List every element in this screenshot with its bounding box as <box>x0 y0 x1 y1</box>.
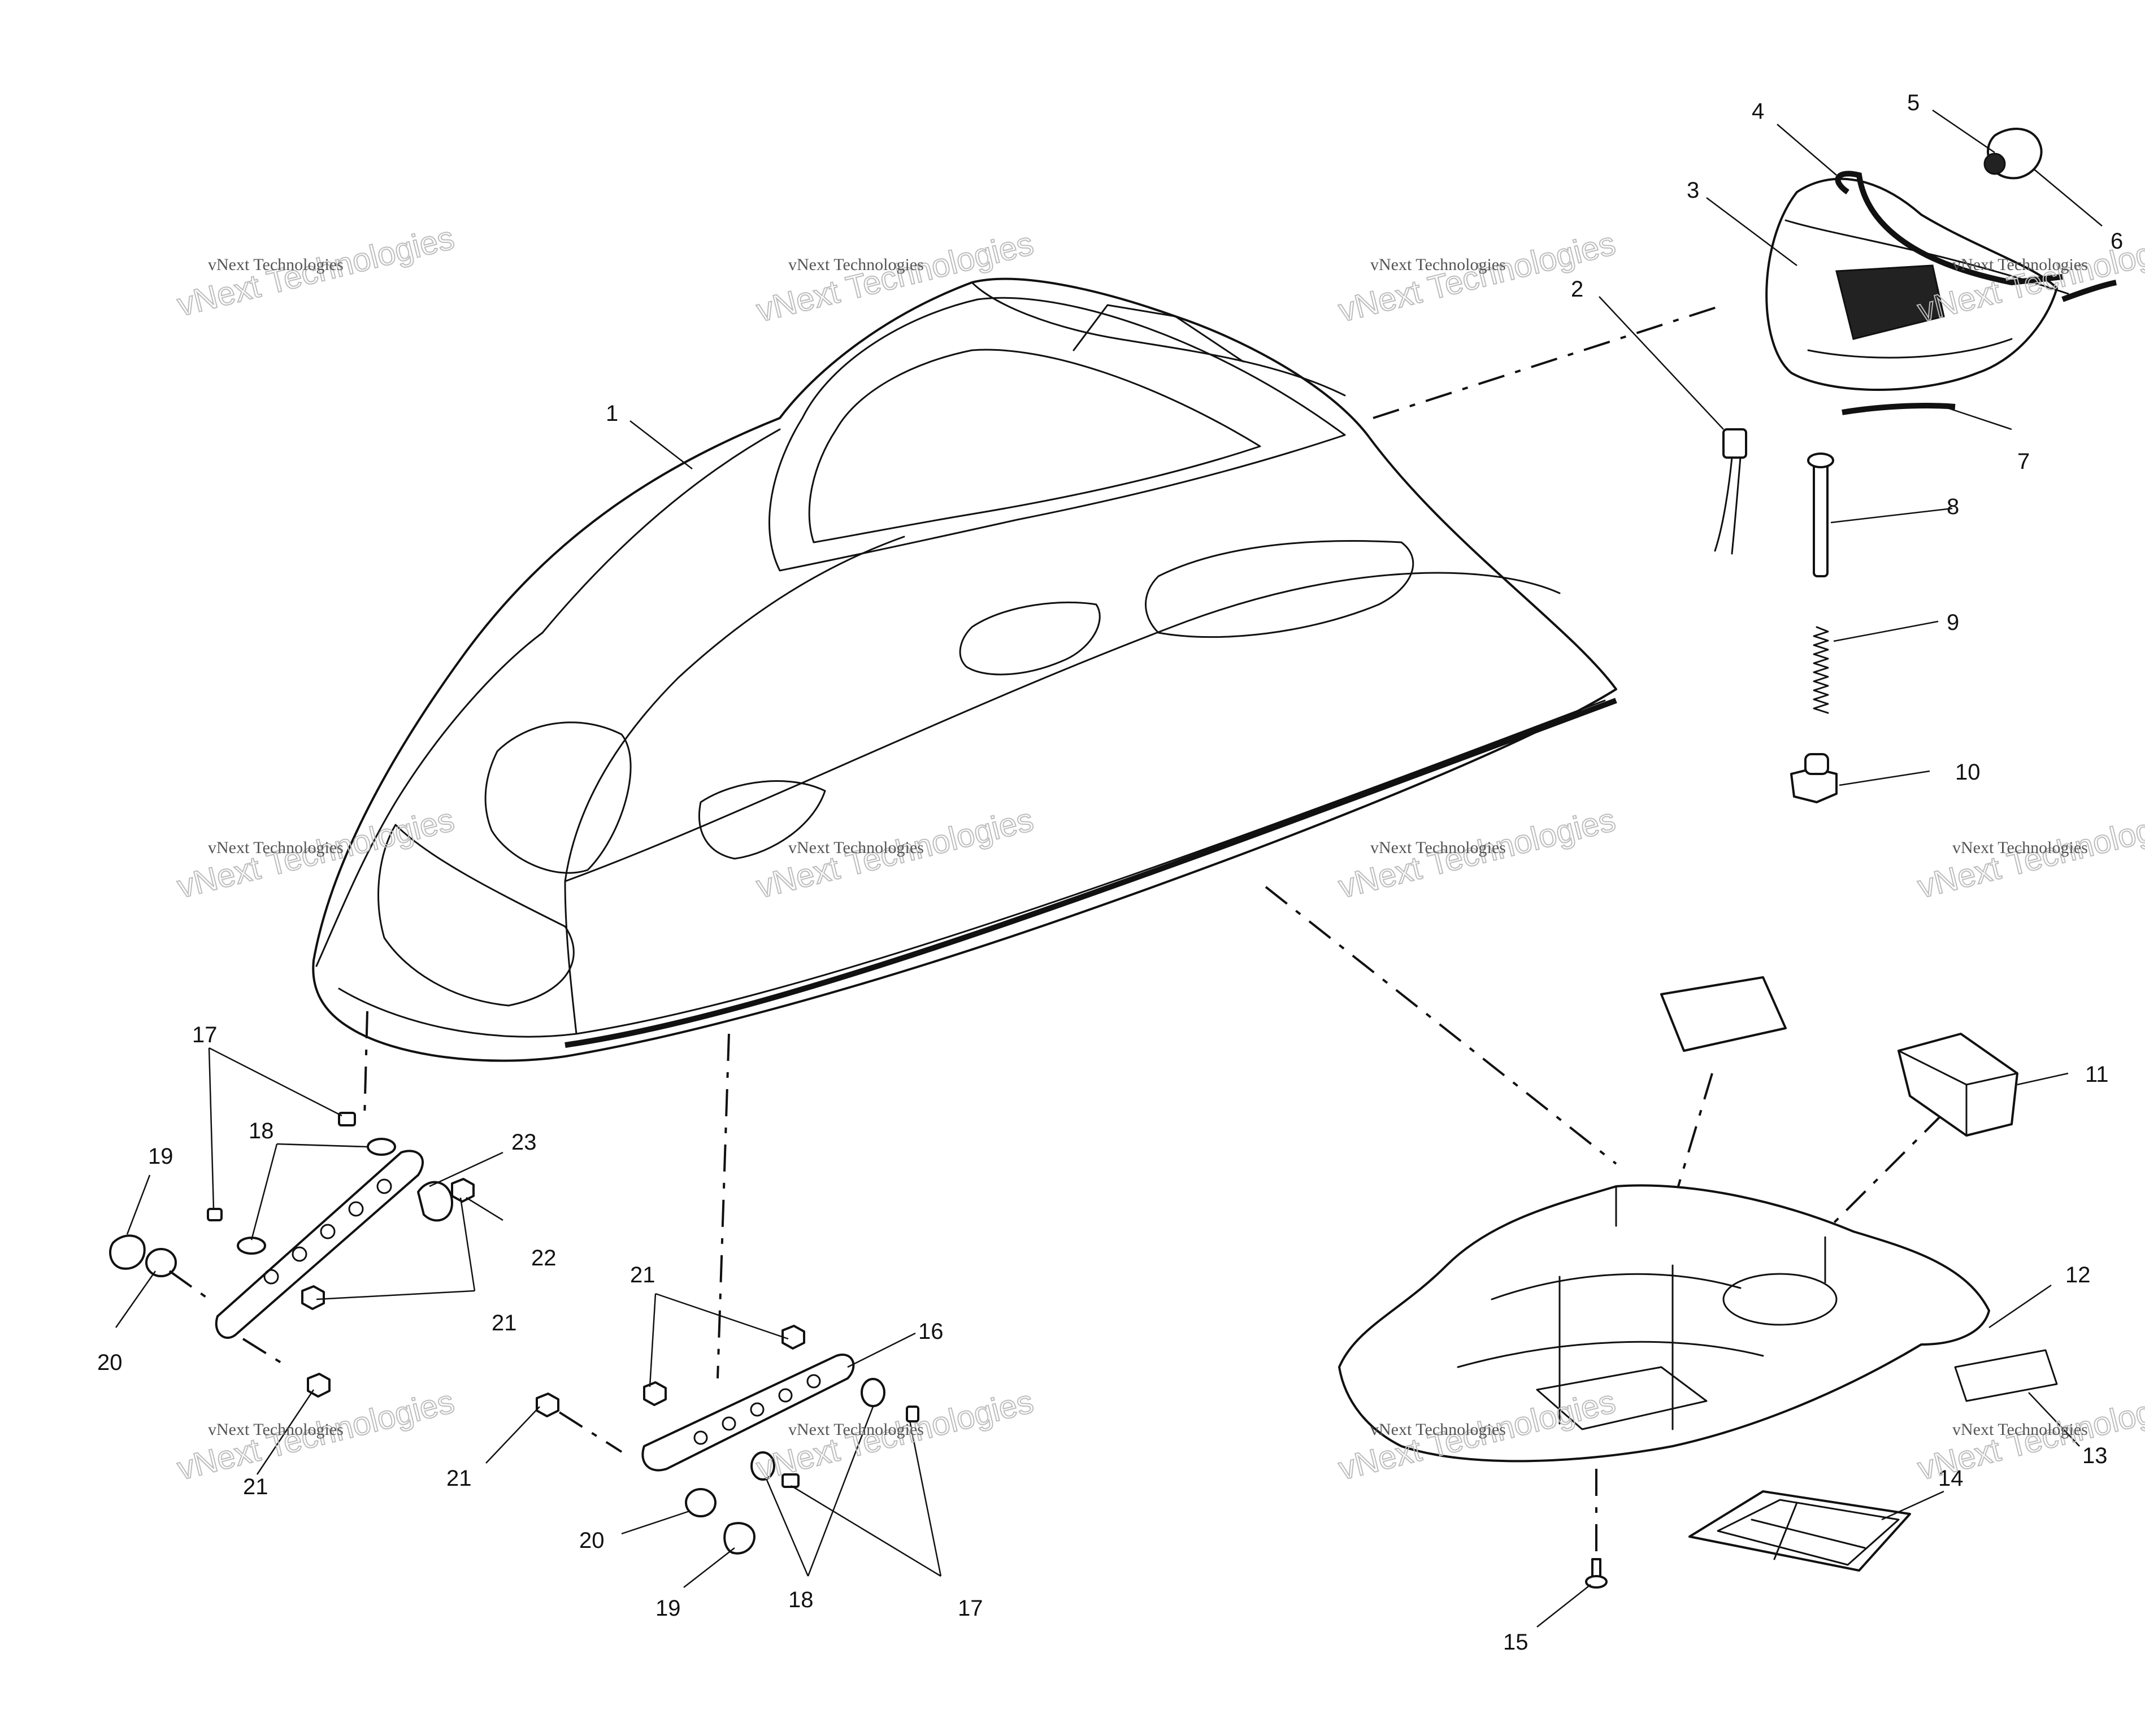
callout-13: 13 <box>2082 1443 2108 1468</box>
knob-part-10 <box>1790 753 1838 803</box>
headlight-part-3 <box>1765 177 2069 391</box>
screw-part-15 <box>1585 1558 1608 1589</box>
callout-14: 14 <box>1938 1466 1964 1491</box>
clip-part-22 <box>417 1181 453 1222</box>
svg-text:vNext Technologies: vNext Technologies <box>208 1420 344 1439</box>
svg-text:vNext Technologies: vNext Technologies <box>1370 255 1506 274</box>
svg-text:vNext Technologies: vNext Technologies <box>1370 838 1506 857</box>
callout-21d: 21 <box>630 1263 655 1287</box>
svg-text:vNext Technologies: vNext Technologies <box>788 255 924 274</box>
callout-3: 3 <box>1687 178 1699 203</box>
callout-11: 11 <box>2085 1062 2109 1087</box>
fasteners <box>109 1112 919 1555</box>
callout-4: 4 <box>1752 99 1764 124</box>
callout-20b: 20 <box>579 1528 605 1553</box>
hood-part-1 <box>312 277 1617 1062</box>
leader-lines <box>115 109 2103 1628</box>
callout-7: 7 <box>2017 449 2030 474</box>
callout-8: 8 <box>1947 494 1959 519</box>
callout-20a: 20 <box>97 1350 123 1375</box>
bracket-part-23 <box>215 1150 424 1339</box>
tray-part-12 <box>1338 1184 1990 1463</box>
alignment-lines <box>363 304 1945 1379</box>
callout-22: 22 <box>531 1246 557 1271</box>
callout-16: 16 <box>918 1319 944 1344</box>
callout-19b: 19 <box>655 1596 681 1621</box>
svg-text:vNext Technologies: vNext Technologies <box>208 255 344 274</box>
svg-text:vNext Technologies: vNext Technologies <box>788 838 924 857</box>
bulb-part-6 <box>2061 280 2117 302</box>
callout-18a: 18 <box>249 1119 274 1143</box>
callout-15: 15 <box>1503 1630 1529 1655</box>
callout-21c: 21 <box>446 1466 472 1491</box>
callout-labels: 1 2 3 4 5 6 7 8 9 10 11 12 13 14 15 16 1… <box>97 90 2123 1655</box>
foam-block-part-11b <box>1898 1033 2018 1137</box>
svg-text:vNext Technologies: vNext Technologies <box>208 838 344 857</box>
grille-part-14 <box>1688 1490 1911 1572</box>
svg-text:vNext Technologies: vNext Technologies <box>1952 255 2088 274</box>
callout-6: 6 <box>2111 229 2123 254</box>
callout-1: 1 <box>606 401 618 426</box>
callout-21b: 21 <box>243 1474 268 1499</box>
callout-2: 2 <box>1571 277 1583 302</box>
bracket-part-16 <box>641 1354 855 1472</box>
svg-text:vNext Technologies: vNext Technologies <box>788 1420 924 1439</box>
foam-block-part-11a <box>1660 976 1787 1052</box>
spring-part-9 <box>1813 626 1829 714</box>
svg-text:vNext Technologies: vNext Technologies <box>1952 1420 2088 1439</box>
callout-18b: 18 <box>788 1587 814 1612</box>
trim-strip-part-7 <box>1842 403 1956 415</box>
fastener-dashes <box>168 1270 1597 1554</box>
callout-9: 9 <box>1947 610 1959 635</box>
connector-part-2 <box>1714 428 1747 555</box>
svg-text:vNext Technologies: vNext Technologies <box>1370 1420 1506 1439</box>
callout-17b: 17 <box>958 1596 983 1621</box>
callout-21a: 21 <box>492 1311 517 1335</box>
callout-12: 12 <box>2065 1263 2091 1287</box>
svg-text:vNext Technologies: vNext Technologies <box>1952 838 2088 857</box>
callout-17a: 17 <box>192 1023 218 1047</box>
callout-10: 10 <box>1955 760 1981 785</box>
callout-5: 5 <box>1907 90 1920 115</box>
label-part-13 <box>1954 1349 2058 1402</box>
bulb-retainer-part-4 <box>1835 171 2063 286</box>
callout-23: 23 <box>511 1130 537 1155</box>
bulb-socket-part-5 <box>1983 128 2043 180</box>
adjuster-shaft-part-8 <box>1807 453 1834 577</box>
callout-19a: 19 <box>148 1144 173 1169</box>
